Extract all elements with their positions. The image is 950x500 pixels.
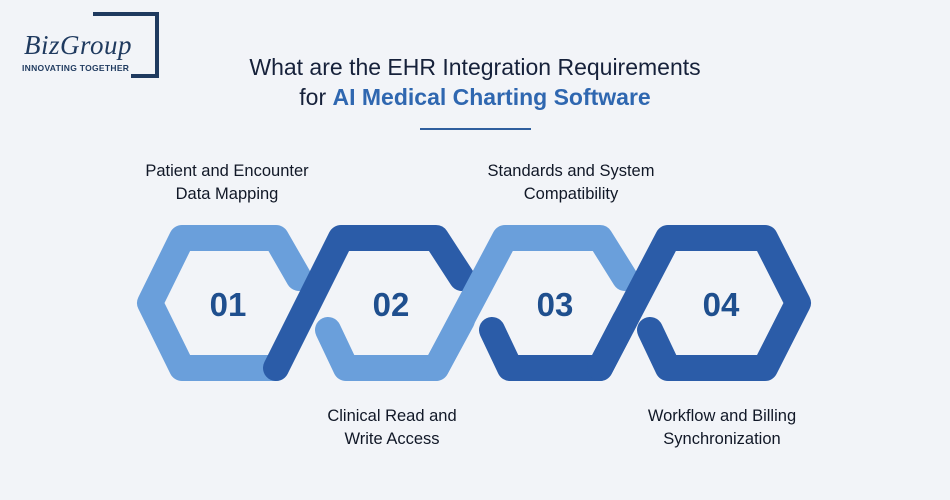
step-01-label-line-2: Data Mapping <box>175 185 279 203</box>
hexagon-01-shape <box>137 225 312 381</box>
step-01-label-line-1: Patient and Encounter <box>145 162 309 180</box>
hexagon-04-shape <box>587 225 811 381</box>
title-accent: AI Medical Charting Software <box>332 84 651 110</box>
title-line-1: What are the EHR Integration Requirement… <box>249 54 701 80</box>
step-03-label-line-2: Compatibility <box>523 185 619 203</box>
title-underline <box>420 128 531 130</box>
logo-tagline: INNOVATING TOGETHER <box>22 63 130 73</box>
title-line-2: for AI Medical Charting Software <box>0 82 950 112</box>
step-02-label: Clinical Read and Write Access <box>272 405 512 451</box>
page-title: What are the EHR Integration Requirement… <box>0 52 950 112</box>
title-line-2-prefix: for <box>299 84 333 110</box>
bizgroup-logo: BizGroup INNOVATING TOGETHER <box>0 0 170 90</box>
step-03-label-line-1: Standards and System <box>487 162 655 180</box>
step-03-number: 03 <box>536 286 574 323</box>
step-03-label: Standards and System Compatibility <box>451 160 691 206</box>
step-04-label: Workflow and Billing Synchronization <box>602 405 842 451</box>
step-04-label-line-1: Workflow and Billing <box>647 407 797 425</box>
step-02-label-line-2: Write Access <box>344 430 440 448</box>
step-02-label-line-1: Clinical Read and <box>327 407 457 425</box>
step-01-number: 01 <box>209 286 247 323</box>
step-02-number: 02 <box>372 286 410 323</box>
hexagon-03-shape <box>423 225 638 381</box>
logo-wordmark: BizGroup <box>24 30 133 60</box>
step-01-label: Patient and Encounter Data Mapping <box>107 160 347 206</box>
hexagon-02-shape <box>263 225 475 381</box>
logo-frame-icon <box>93 12 159 78</box>
step-04-label-line-2: Synchronization <box>663 430 781 448</box>
step-04-number: 04 <box>702 286 740 323</box>
